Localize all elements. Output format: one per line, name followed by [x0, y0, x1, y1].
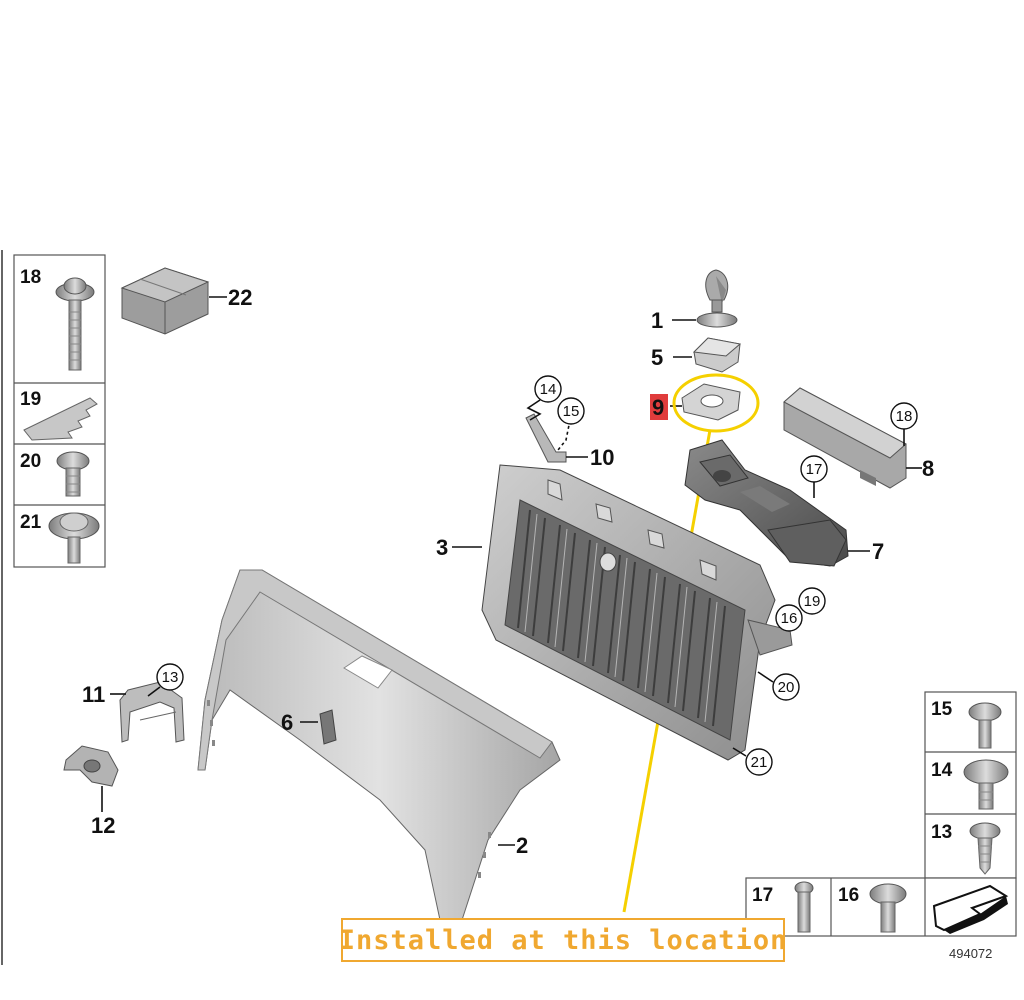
part-22-box: 22	[120, 267, 252, 335]
part-8-bracket: 8	[783, 387, 934, 489]
part-2-shell: 2	[197, 569, 561, 921]
circled-label-17: 17	[806, 461, 823, 478]
screw-13-icon	[969, 822, 1001, 875]
label-part-10: 10	[590, 445, 614, 470]
label-part-11: 11	[82, 682, 105, 707]
circled-label-15: 15	[563, 403, 580, 420]
part-7-mechanism: 7	[684, 439, 884, 567]
screw-21-icon	[48, 512, 100, 564]
part-3-grille: 3	[436, 464, 793, 761]
legend-label-21: 21	[20, 512, 42, 533]
left-legend-table: 18 19 20 21	[13, 254, 106, 568]
circled-label-14: 14	[540, 381, 557, 398]
legend-label-20: 20	[20, 451, 41, 472]
label-part-22: 22	[228, 285, 252, 310]
label-part-3: 3	[436, 535, 448, 560]
screw-16-icon	[869, 883, 907, 933]
part-6-badge: 6	[281, 709, 337, 745]
legend-label-13: 13	[931, 822, 952, 843]
screw-17-icon	[794, 881, 814, 933]
circled-label-18: 18	[896, 408, 913, 425]
legend-label-19: 19	[20, 389, 41, 410]
circled-label-21: 21	[751, 754, 768, 771]
screw-14-icon	[963, 759, 1009, 810]
circled-label-20: 20	[778, 679, 795, 696]
legend-label-16: 16	[838, 885, 859, 906]
part-5-cover: 5	[651, 337, 742, 373]
legend-label-15: 15	[931, 699, 953, 720]
label-part-9: 9	[652, 395, 664, 420]
circled-label-16: 16	[781, 610, 798, 627]
screw-15-icon	[968, 702, 1002, 749]
right-legend-table: 15 14 13 17 16	[745, 691, 1017, 937]
label-part-7: 7	[872, 539, 884, 564]
label-part-2: 2	[516, 833, 528, 858]
clip-19-icon	[23, 397, 98, 441]
part-10-bracket: 10	[525, 399, 614, 470]
circled-label-13: 13	[162, 669, 179, 686]
part-9-bezel-ring: 9	[650, 383, 741, 421]
callout-ring	[672, 373, 760, 433]
part-11-bracket: 11	[82, 681, 185, 743]
part-12-holder: 12	[63, 745, 119, 838]
label-part-8: 8	[922, 456, 934, 481]
screw-20-icon	[56, 451, 90, 497]
legend-label-18: 18	[20, 267, 41, 288]
direction-arrow-icon	[932, 884, 1009, 934]
callout-box: Installed at this location	[338, 918, 788, 962]
bolt-18-icon	[55, 277, 95, 371]
circled-label-19: 19	[804, 593, 821, 610]
label-part-1: 1	[651, 308, 663, 333]
circled-labels: 13 14 15 16 17 18 19 20 21	[147, 375, 918, 776]
label-part-12: 12	[91, 813, 115, 838]
part-1-emblem: 1	[651, 269, 738, 333]
legend-label-17: 17	[752, 885, 773, 906]
label-part-6: 6	[281, 710, 293, 735]
diagram-number: 494072	[949, 946, 992, 961]
label-part-5: 5	[651, 345, 663, 370]
callout-text: Installed at this location	[338, 924, 788, 956]
highlight-badge	[650, 394, 668, 420]
legend-label-14: 14	[931, 760, 953, 781]
